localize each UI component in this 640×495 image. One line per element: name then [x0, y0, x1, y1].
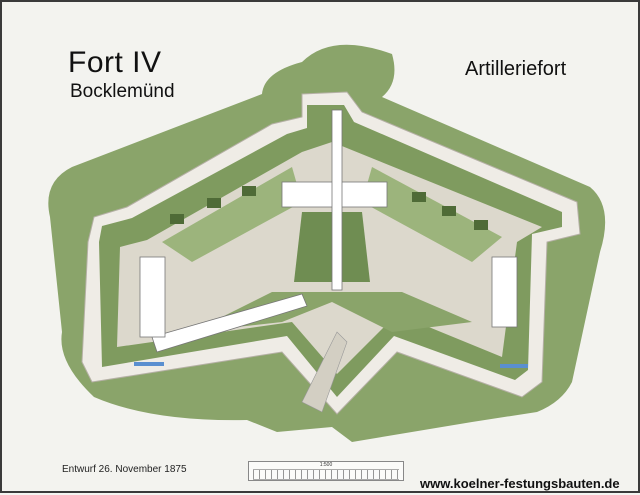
gorge-barracks	[151, 293, 308, 353]
gorge-rampart	[192, 292, 472, 332]
water-right	[500, 364, 528, 368]
fort-type-label: Artilleriefort	[465, 58, 567, 80]
central-corridor	[331, 109, 343, 291]
map-title: Fort IV	[68, 46, 162, 79]
left-caponier	[139, 256, 166, 338]
scale-ticks	[253, 469, 399, 480]
gun-emplacements	[170, 186, 488, 230]
website-link[interactable]: www.koelner-festungsbauten.de	[420, 476, 620, 491]
scale-label: 1:500	[319, 462, 333, 468]
scale-bar: 1:500	[248, 461, 404, 481]
map-subtitle: Bocklemünd	[70, 81, 175, 102]
draft-date: Entwurf 26. November 1875	[62, 464, 187, 475]
inner-slope-left	[162, 167, 302, 262]
inner-slope-right	[362, 167, 502, 262]
right-caponier	[491, 256, 518, 328]
water-left	[134, 362, 164, 366]
entrance-road	[301, 331, 348, 413]
